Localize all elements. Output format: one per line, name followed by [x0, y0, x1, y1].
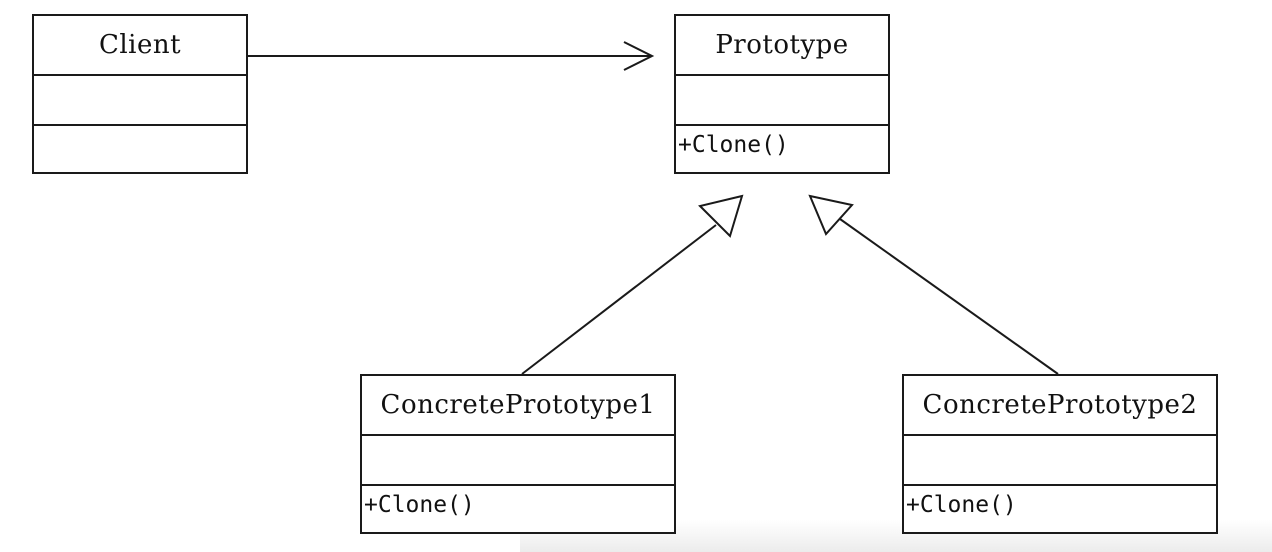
class-operations [34, 126, 246, 176]
hollow-triangle-arrowhead-icon [698, 194, 744, 238]
class-name: ConcretePrototype1 [362, 376, 674, 436]
open-arrowhead-icon [623, 41, 655, 71]
uml-class-concrete-prototype-2: ConcretePrototype2 +Clone() [902, 374, 1218, 534]
association-client-prototype [248, 41, 655, 71]
class-operations: +Clone() [678, 132, 789, 158]
uml-class-concrete-prototype-1: ConcretePrototype1 +Clone() [360, 374, 676, 534]
class-name: ConcretePrototype2 [904, 376, 1216, 436]
class-name: Client [34, 16, 246, 76]
uml-class-client: Client [32, 14, 248, 174]
generalization-concrete1-prototype [521, 194, 744, 375]
class-attributes [904, 436, 1216, 486]
class-name: Prototype [676, 16, 888, 76]
class-attributes [362, 436, 674, 486]
class-operations: +Clone() [906, 492, 1017, 518]
hollow-triangle-arrowhead-icon [808, 194, 854, 236]
uml-class-prototype: Prototype +Clone() [674, 14, 890, 174]
class-attributes [34, 76, 246, 126]
class-operations: +Clone() [364, 492, 475, 518]
generalization-concrete2-prototype [808, 194, 1059, 375]
class-attributes [676, 76, 888, 126]
